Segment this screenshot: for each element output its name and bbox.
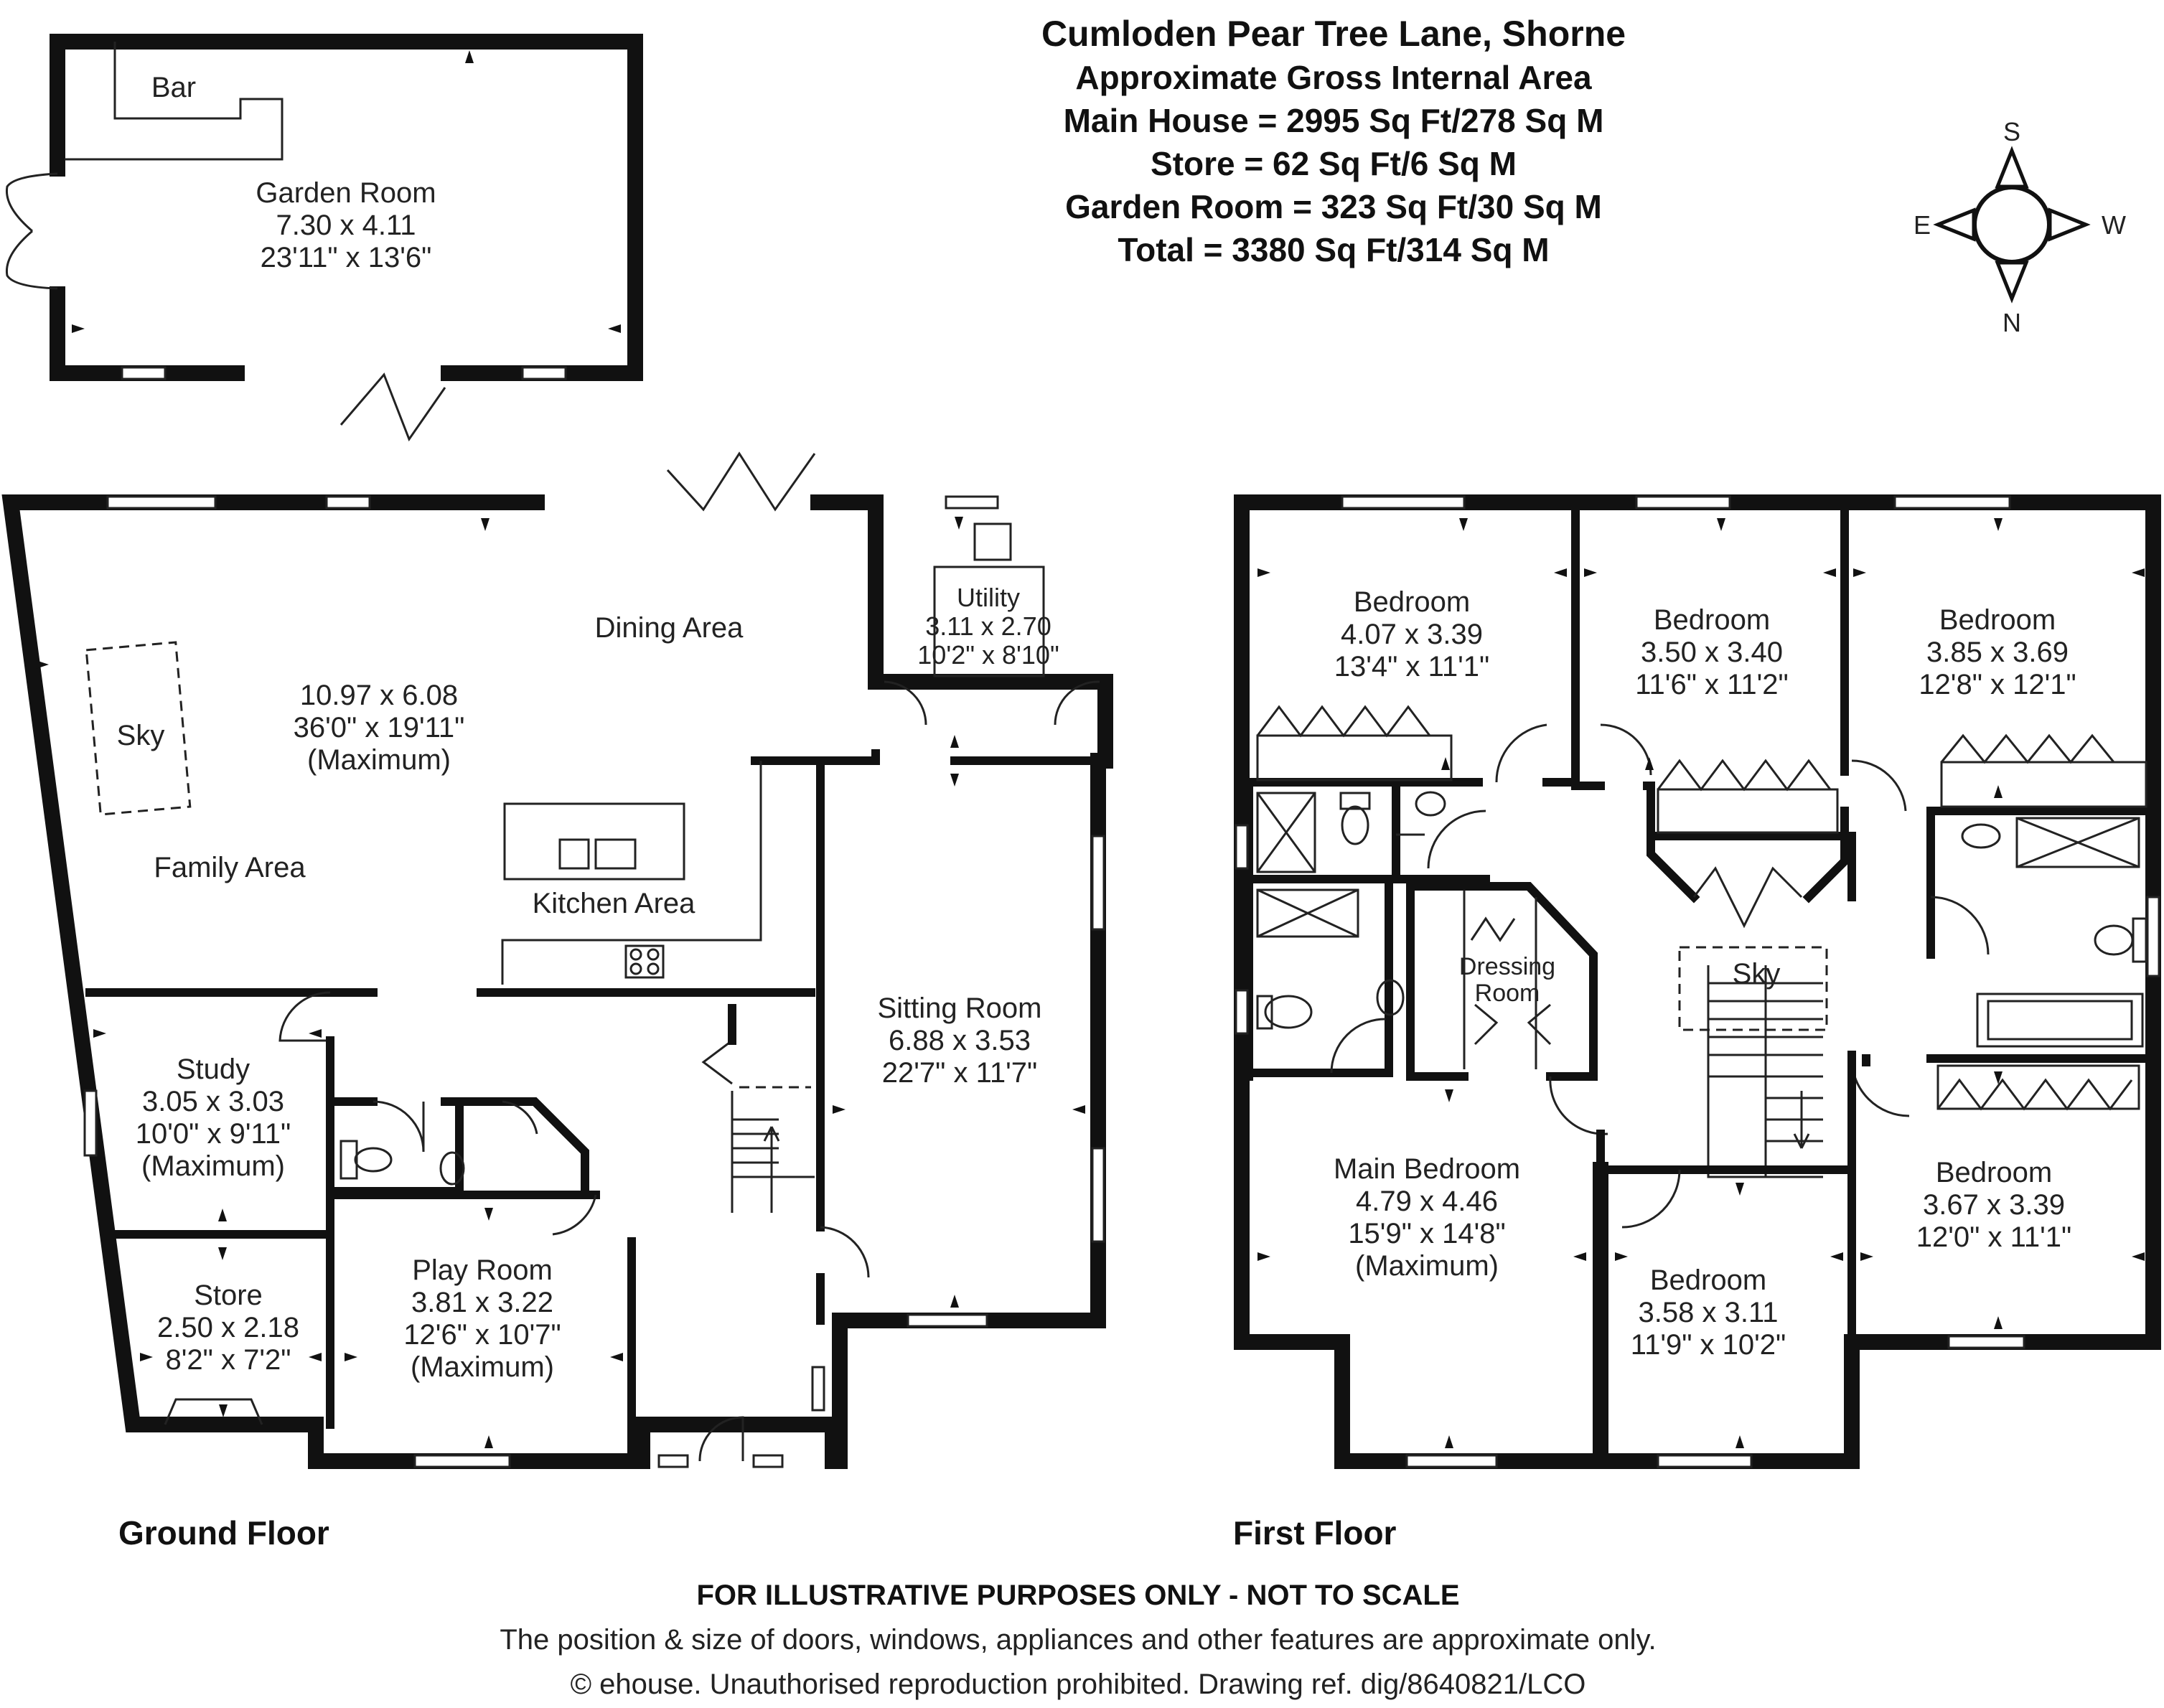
main-bedroom-name: Main Bedroom bbox=[1334, 1153, 1520, 1185]
bedroom-2-imperial: 11'6" x 11'2" bbox=[1635, 669, 1788, 700]
bedroom-3-metric: 3.85 x 3.69 bbox=[1926, 637, 2069, 668]
disclaimer: FOR ILLUSTRATIVE PURPOSES ONLY - NOT TO … bbox=[696, 1580, 1459, 1611]
bedroom-4-metric: 3.58 x 3.11 bbox=[1639, 1297, 1779, 1328]
utility-name: Utility bbox=[957, 583, 1020, 612]
ground-floor: Dining Area Sky 10.97 x 6.08 36'0" x 19'… bbox=[1, 451, 1113, 1552]
sitting-room-imperial: 22'7" x 11'7" bbox=[882, 1057, 1037, 1089]
subtitle: Approximate Gross Internal Area bbox=[1075, 59, 1592, 96]
main-bedroom-metric: 4.79 x 4.46 bbox=[1356, 1186, 1498, 1217]
sky-label: Sky bbox=[117, 720, 165, 751]
family-area-label: Family Area bbox=[154, 852, 306, 883]
compass-icon: S N E W bbox=[1914, 117, 2126, 337]
header: Cumloden Pear Tree Lane, Shorne Approxim… bbox=[1041, 14, 1626, 268]
garden-room-metric: 7.30 x 4.11 bbox=[276, 210, 416, 241]
utility-imperial: 10'2" x 8'10" bbox=[917, 640, 1059, 670]
bedroom-4-imperial: 11'9" x 10'2" bbox=[1631, 1329, 1786, 1361]
bedroom-3-imperial: 12'8" x 12'1" bbox=[1919, 669, 2076, 700]
compass-n: N bbox=[2003, 308, 2021, 337]
sitting-room-name: Sitting Room bbox=[878, 993, 1042, 1024]
footer: FOR ILLUSTRATIVE PURPOSES ONLY - NOT TO … bbox=[500, 1580, 1656, 1700]
area-store: Store = 62 Sq Ft/6 Sq M bbox=[1151, 145, 1517, 182]
play-room-metric: 3.81 x 3.22 bbox=[411, 1287, 553, 1318]
dressing-room-line1: Dressing bbox=[1459, 953, 1555, 980]
bedroom-5-imperial: 12'0" x 11'1" bbox=[1916, 1221, 2071, 1253]
kitchen-area-label: Kitchen Area bbox=[533, 888, 696, 919]
first-floor-sky-label: Sky bbox=[1733, 958, 1781, 990]
area-garden-room: Garden Room = 323 Sq Ft/30 Sq M bbox=[1065, 188, 1602, 225]
study-name: Study bbox=[177, 1054, 250, 1085]
compass-w: W bbox=[2102, 210, 2126, 240]
bedroom-2-name: Bedroom bbox=[1654, 604, 1770, 636]
garden-room-name: Garden Room bbox=[256, 177, 436, 209]
study-note: (Maximum) bbox=[141, 1150, 285, 1182]
utility-metric: 3.11 x 2.70 bbox=[925, 611, 1051, 641]
bedroom-1-metric: 4.07 x 3.39 bbox=[1341, 619, 1483, 650]
bedroom-4-name: Bedroom bbox=[1650, 1264, 1766, 1296]
compass-s: S bbox=[2003, 117, 2020, 146]
main-area-metric: 10.97 x 6.08 bbox=[300, 680, 458, 711]
garden-room-imperial: 23'11" x 13'6" bbox=[261, 242, 432, 273]
bedroom-3-name: Bedroom bbox=[1939, 604, 2056, 636]
bedroom-2-metric: 3.50 x 3.40 bbox=[1641, 637, 1783, 668]
area-main-house: Main House = 2995 Sq Ft/278 Sq M bbox=[1064, 102, 1604, 139]
store-metric: 2.50 x 2.18 bbox=[157, 1312, 299, 1343]
sitting-room-metric: 6.88 x 3.53 bbox=[889, 1025, 1031, 1056]
footer-note: The position & size of doors, windows, a… bbox=[500, 1624, 1656, 1656]
play-room-name: Play Room bbox=[412, 1254, 553, 1286]
copyright: © ehouse. Unauthorised reproduction proh… bbox=[571, 1669, 1586, 1700]
title: Cumloden Pear Tree Lane, Shorne bbox=[1041, 14, 1626, 54]
area-total: Total = 3380 Sq Ft/314 Sq M bbox=[1118, 231, 1549, 268]
compass-e: E bbox=[1914, 210, 1931, 240]
main-bedroom-note: (Maximum) bbox=[1355, 1250, 1499, 1282]
bedroom-5-metric: 3.67 x 3.39 bbox=[1923, 1189, 2065, 1221]
first-floor-label: First Floor bbox=[1233, 1514, 1397, 1552]
play-room-imperial: 12'6" x 10'7" bbox=[403, 1319, 561, 1351]
bar-label: Bar bbox=[151, 72, 196, 103]
dressing-room-line2: Room bbox=[1475, 980, 1540, 1007]
main-bedroom-imperial: 15'9" x 14'8" bbox=[1348, 1218, 1505, 1249]
first-floor: Bedroom 4.07 x 3.39 13'4" x 11'1" Bedroo… bbox=[1233, 494, 2161, 1552]
ground-floor-label: Ground Floor bbox=[118, 1514, 329, 1552]
bedroom-5-name: Bedroom bbox=[1936, 1157, 2052, 1188]
main-area-imperial: 36'0" x 19'11" bbox=[294, 712, 465, 743]
store-name: Store bbox=[194, 1280, 263, 1311]
study-imperial: 10'0" x 9'11" bbox=[136, 1118, 291, 1150]
bedroom-1-imperial: 13'4" x 11'1" bbox=[1334, 651, 1489, 682]
main-area-note: (Maximum) bbox=[307, 744, 451, 776]
garden-room: Bar Garden Room 7.30 x 4.11 23'11" x 13'… bbox=[5, 34, 643, 442]
play-room-note: (Maximum) bbox=[411, 1351, 554, 1383]
dining-area-label: Dining Area bbox=[595, 612, 744, 644]
study-metric: 3.05 x 3.03 bbox=[142, 1086, 284, 1117]
store-imperial: 8'2" x 7'2" bbox=[166, 1344, 291, 1376]
bedroom-1-name: Bedroom bbox=[1354, 586, 1470, 618]
